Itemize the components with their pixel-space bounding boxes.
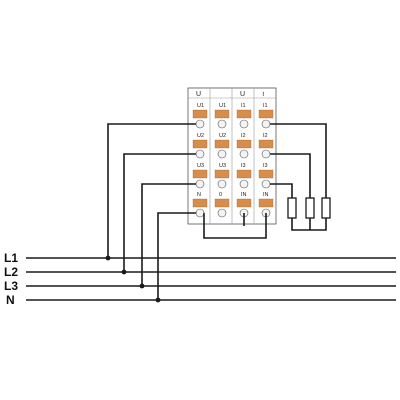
load-resistors bbox=[287, 197, 331, 219]
terminal-block: U U ≀ U1 U1 I1 I1 U2 U2 I2 I2 bbox=[187, 87, 277, 225]
terminal-label: IN bbox=[241, 192, 247, 198]
bus-labels: L1 L2 L3 N bbox=[4, 251, 18, 307]
junction-dots bbox=[105, 255, 161, 303]
wire-i1-to-load bbox=[270, 123, 327, 198]
release-lever bbox=[195, 208, 205, 218]
release-lever bbox=[195, 149, 205, 159]
release-lever bbox=[195, 119, 205, 129]
release-lever bbox=[195, 179, 205, 189]
junction-dot-l3 bbox=[139, 283, 145, 289]
release-lever bbox=[217, 149, 227, 159]
wire-load-common bbox=[291, 218, 327, 231]
terminal-label: I1 bbox=[241, 103, 246, 109]
wire-n-to-n bbox=[157, 212, 196, 300]
terminal-label: 0 bbox=[219, 192, 222, 198]
release-lever bbox=[239, 119, 249, 129]
junction-dot-l1 bbox=[105, 255, 111, 261]
spring-contact bbox=[236, 109, 252, 119]
spring-contact bbox=[214, 198, 230, 208]
terminal-label: U1 bbox=[197, 103, 204, 109]
spring-contact bbox=[236, 198, 252, 208]
spring-contact bbox=[258, 139, 274, 149]
spring-contact bbox=[258, 198, 274, 208]
resistor-3 bbox=[321, 197, 331, 219]
spring-contact bbox=[214, 139, 230, 149]
voltage-wiring bbox=[107, 123, 196, 300]
wire-loop-0-in bbox=[203, 213, 267, 239]
bus-label-l2: L2 bbox=[4, 265, 18, 279]
bus-lines bbox=[26, 257, 396, 301]
terminal-label: I2 bbox=[263, 133, 268, 139]
current-wiring bbox=[203, 123, 327, 239]
terminal-label: U3 bbox=[197, 163, 204, 169]
spring-contact bbox=[236, 139, 252, 149]
header-label-col1: U bbox=[196, 91, 201, 98]
spring-contact bbox=[192, 169, 208, 179]
header-label-col3: U bbox=[240, 91, 245, 98]
terminal-label: U1 bbox=[219, 103, 226, 109]
spring-contact bbox=[258, 169, 274, 179]
header-label-col4: ≀ bbox=[262, 91, 265, 98]
spring-contact bbox=[236, 169, 252, 179]
spring-contact bbox=[214, 109, 230, 119]
terminal-row-2: U2 U2 I2 I2 bbox=[192, 133, 274, 159]
junction-dot-n bbox=[155, 297, 161, 303]
wire-l2-to-u2 bbox=[123, 153, 196, 272]
terminal-label: U3 bbox=[219, 163, 226, 169]
terminal-label: I1 bbox=[263, 103, 268, 109]
wire-l1-to-u1 bbox=[107, 123, 196, 258]
release-lever bbox=[217, 119, 227, 129]
bus-label-n: N bbox=[6, 293, 15, 307]
release-lever bbox=[261, 179, 271, 189]
spring-contact bbox=[258, 109, 274, 119]
release-lever bbox=[239, 149, 249, 159]
release-lever bbox=[217, 179, 227, 189]
terminal-label: U2 bbox=[197, 133, 204, 139]
spring-contact bbox=[214, 169, 230, 179]
terminal-label: N bbox=[197, 192, 201, 198]
release-lever bbox=[261, 119, 271, 129]
wire-i2-to-load bbox=[270, 153, 311, 198]
release-lever bbox=[261, 149, 271, 159]
terminal-row-3: U3 U3 I3 I3 bbox=[192, 163, 274, 189]
terminal-label: U2 bbox=[219, 133, 226, 139]
bus-label-l3: L3 bbox=[4, 279, 18, 293]
bus-label-l1: L1 bbox=[4, 251, 18, 265]
terminal-row-4: N 0 IN IN bbox=[192, 192, 274, 218]
terminal-label: I3 bbox=[263, 163, 268, 169]
terminal-row-1: U1 U1 I1 I1 bbox=[192, 103, 274, 129]
terminal-label: I2 bbox=[241, 133, 246, 139]
spring-contact bbox=[192, 139, 208, 149]
spring-contact bbox=[192, 198, 208, 208]
release-lever bbox=[217, 208, 227, 218]
spring-contact bbox=[192, 109, 208, 119]
terminal-label: I3 bbox=[241, 163, 246, 169]
wire-i3-to-load bbox=[270, 183, 293, 198]
wire-l3-to-u3 bbox=[141, 183, 196, 286]
resistor-2 bbox=[305, 197, 315, 219]
resistor-1 bbox=[287, 197, 297, 219]
release-lever bbox=[239, 179, 249, 189]
terminal-label: IN bbox=[263, 192, 269, 198]
junction-dot-l2 bbox=[121, 269, 127, 275]
